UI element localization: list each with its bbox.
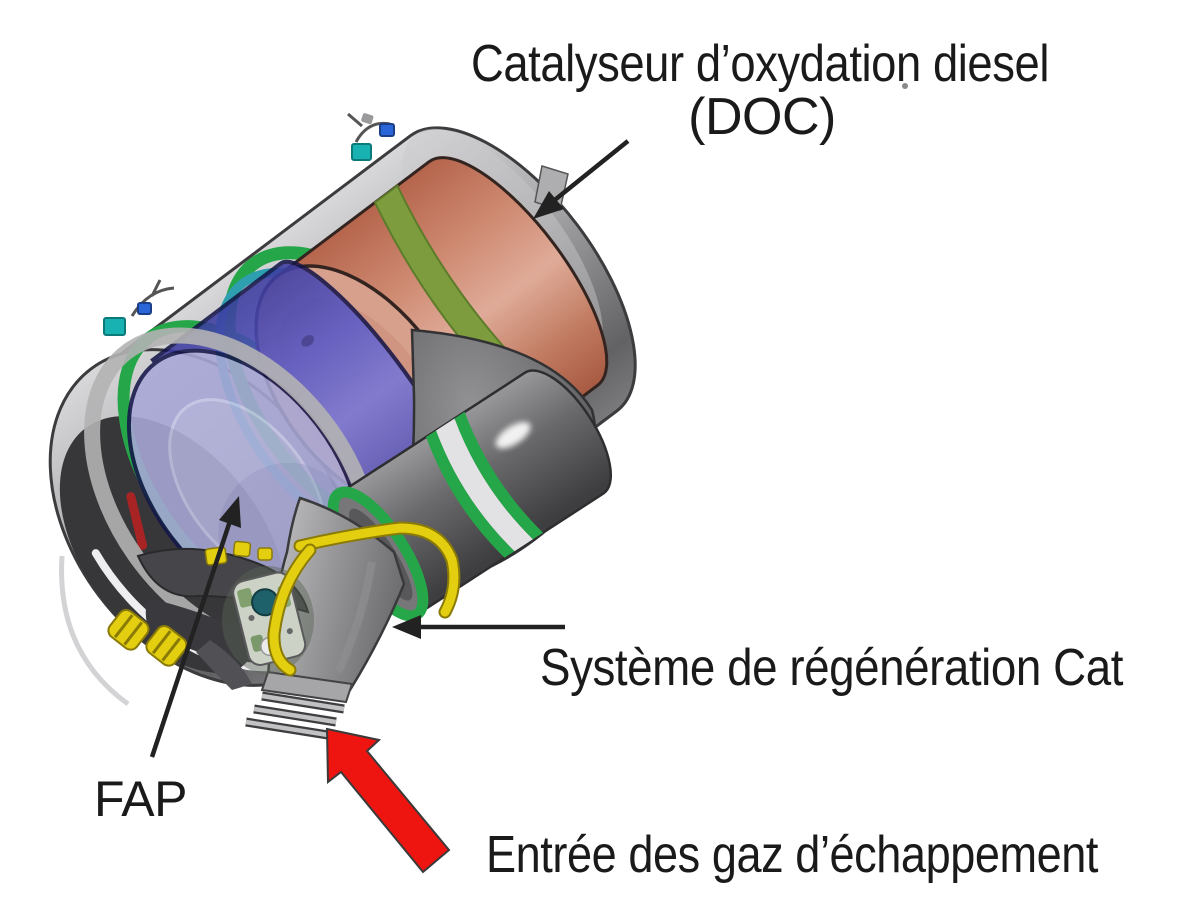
yellow-standoff-1: [107, 608, 150, 651]
stray-dot: [902, 83, 908, 89]
doc-callout-arrow: [533, 139, 630, 219]
sensor-teal-left: [103, 317, 126, 336]
inlet-label: Entrée des gaz d’échappement: [486, 826, 1099, 884]
pipe-highlight: [495, 421, 531, 449]
stand-arc: [59, 555, 130, 707]
red-tick-mark: [126, 492, 148, 550]
pipe-clamp-green-2: [454, 411, 544, 540]
pipe-clamp-green-1: [426, 430, 515, 558]
yellow-connectors: [204, 540, 273, 566]
flange-collar: [260, 670, 354, 704]
title-line2: (DOC): [688, 88, 836, 146]
fap-callout-arrow: [149, 496, 241, 758]
connector-blue-top: [379, 123, 395, 137]
funnel-shade-line: [334, 561, 376, 674]
pipe-clamp-white: [436, 418, 533, 552]
regen-callout-arrow: [392, 615, 565, 639]
yellow-harness: [267, 521, 461, 677]
bracket-foot: [196, 640, 252, 690]
bracket-lower: [145, 598, 262, 668]
sensor-cluster-top: [347, 112, 395, 161]
sensor-teal-top: [351, 143, 372, 161]
regen-label: Système de régénération Cat: [540, 639, 1124, 697]
inlet-red-arrow: [325, 727, 451, 874]
sensor-cluster-left: [103, 279, 175, 336]
flange-ribs: [245, 691, 345, 740]
fap-body-dot: [301, 335, 315, 347]
connector-blue-left: [137, 302, 152, 315]
sensor-wire-left: [130, 279, 175, 317]
yellow-standoff-2: [145, 624, 188, 667]
fap-label: FAP: [94, 771, 187, 827]
title-line1: Catalyseur d’oxydation diesel: [471, 35, 1049, 93]
